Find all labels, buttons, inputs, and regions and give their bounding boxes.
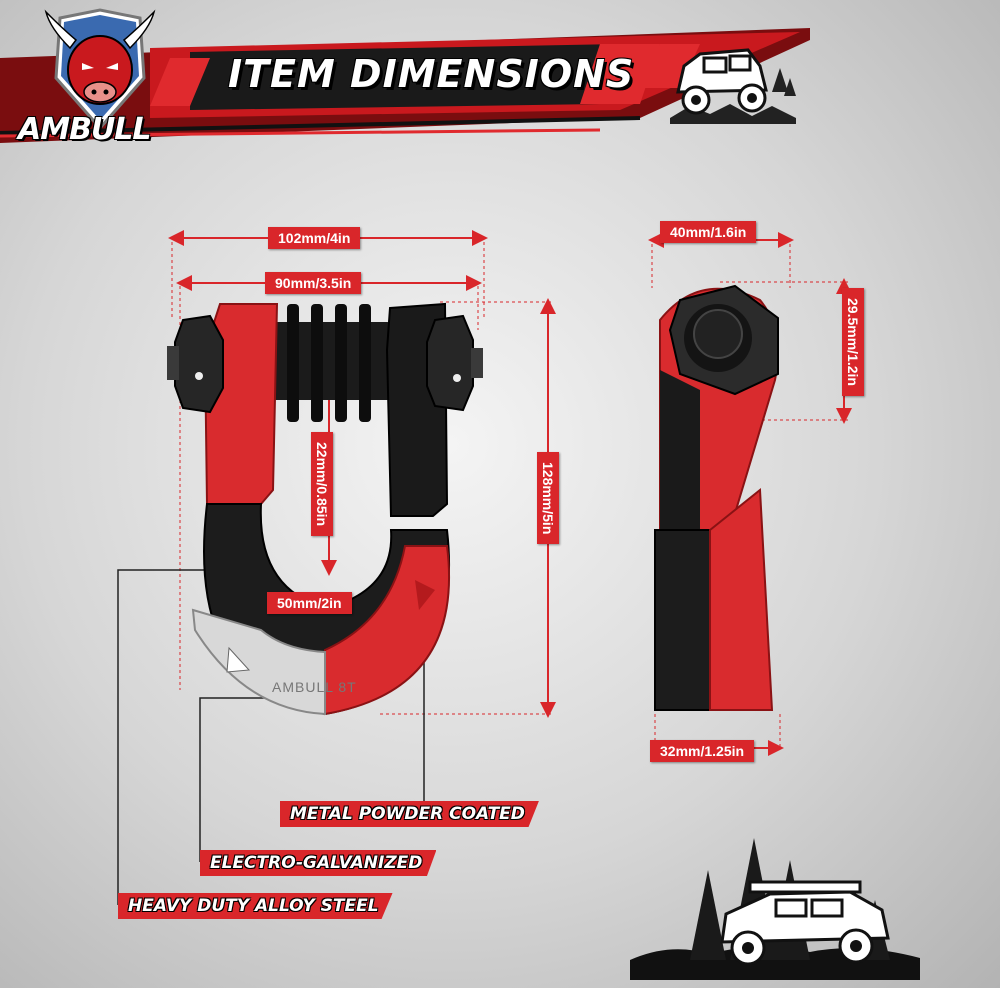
offroad-truck-icon xyxy=(670,48,796,124)
dim-head-height: 29.5mm/1.2in xyxy=(842,288,864,396)
forest-truck-icon xyxy=(630,838,920,980)
page-title: ITEM DIMENSIONS xyxy=(228,52,635,96)
dim-outer-width: 102mm/4in xyxy=(268,227,361,249)
dim-inner-width: 90mm/3.5in xyxy=(265,272,362,294)
dim-pin-diameter: 22mm/0.85in xyxy=(311,432,333,537)
callout-material: HEAVY DUTY ALLOY STEEL xyxy=(118,893,393,919)
dim-side-width: 40mm/1.6in xyxy=(660,221,757,243)
callout-plating: ELECTRO-GALVANIZED xyxy=(200,850,437,876)
shackle-side-view xyxy=(654,284,779,711)
callout-coating: METAL POWDER COATED xyxy=(280,801,539,827)
bull-head-logo-icon xyxy=(44,8,156,131)
header-banner xyxy=(0,28,810,143)
shackle-engraving: AMBULL 8T xyxy=(272,679,357,695)
brand-logo-text: AMBULL xyxy=(18,112,152,147)
dim-base-width: 32mm/1.25in xyxy=(650,740,755,762)
dim-total-height: 128mm/5in xyxy=(537,452,559,545)
dim-opening-width: 50mm/2in xyxy=(267,592,352,614)
